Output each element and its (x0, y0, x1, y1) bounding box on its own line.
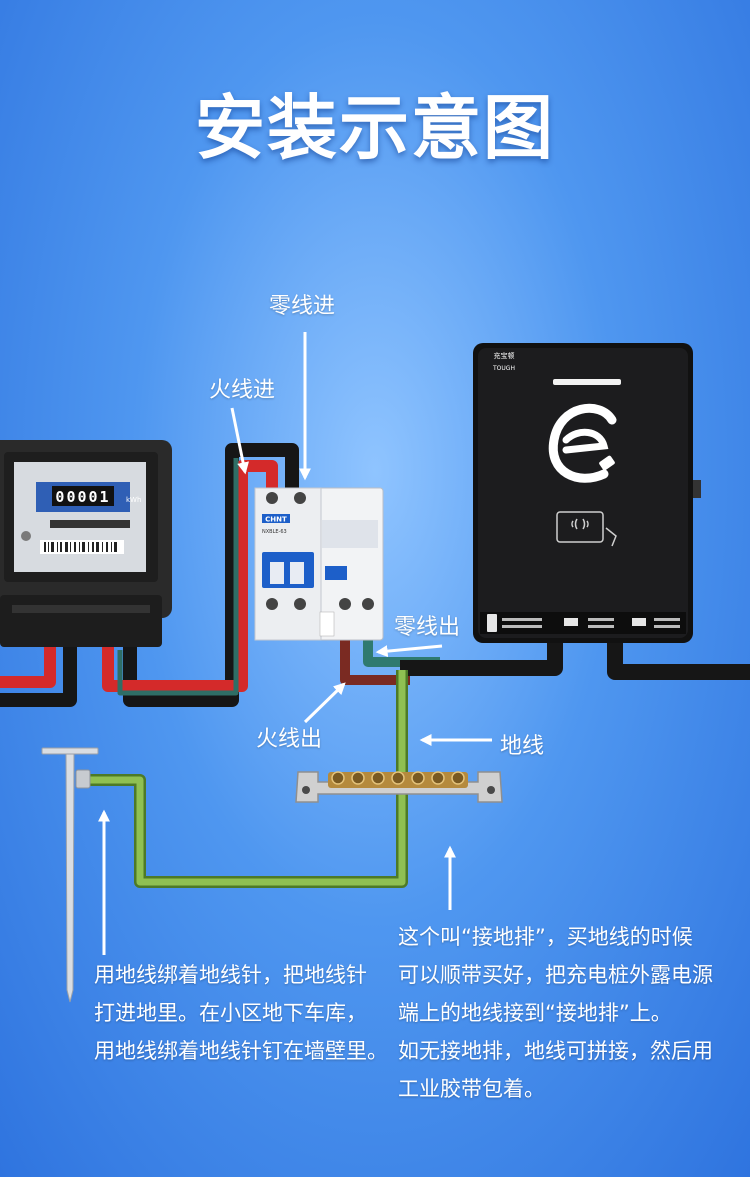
note-right-line: 这个叫“接地排”，买地线的时候 (398, 925, 693, 949)
note-left-line: 用地线绑着地线针，把地线针 (94, 963, 367, 987)
annotation-arrows (98, 332, 492, 955)
page-title: 安装示意图 (195, 87, 555, 169)
meter-reading: 00001 (55, 488, 110, 506)
note-left-line: 打进地里。在小区地下车库， (94, 1001, 367, 1025)
label-live-out: 火线出 (256, 727, 323, 752)
note-right-line: 可以顺带买好，把充电桩外露电源 (398, 963, 713, 987)
note-right-line: 工业胶带包着。 (398, 1077, 545, 1101)
ev-charger: 充宝顿 TOUGH (473, 343, 701, 643)
note-right-line: 端上的地线接到“接地排”上。 (398, 1001, 672, 1025)
label-live-in: 火线进 (209, 378, 276, 403)
energy-meter: 00001 kWh (0, 440, 172, 647)
arrow-live-out (303, 682, 346, 724)
arrow-neutral-out (375, 644, 443, 658)
charger-brand-top: 充宝顿 (494, 351, 515, 360)
charger-e-logo (548, 403, 617, 483)
meter-unit: kWh (126, 496, 141, 504)
circuit-breaker: CHNT NXBLE-63 (254, 487, 384, 641)
label-neutral-in: 零线进 (269, 294, 336, 319)
note-ground-rod: 用地线绑着地线针，把地线针 打进地里。在小区地下车库， 用地线绑着地线针钉在墙壁… (94, 956, 388, 1070)
breaker-model: NXBLE-63 (262, 529, 287, 535)
note-left-line: 用地线绑着地线针钉在墙壁里。 (94, 1039, 388, 1063)
note-ground-bar: 这个叫“接地排”，买地线的时候 可以顺带买好，把充电桩外露电源 端上的地线接到“… (398, 918, 713, 1108)
ground-rod (41, 747, 99, 1003)
teal-wire (117, 458, 239, 696)
charger-cable (400, 636, 563, 676)
wires (0, 443, 750, 888)
ground-bar (295, 771, 503, 803)
note-right-line: 如无接地排，地线可拼接，然后用 (398, 1039, 713, 1063)
arrow-live-in (230, 407, 249, 475)
live-in-wire (0, 460, 278, 692)
breaker-brand: CHNT (265, 516, 287, 524)
label-neutral-out: 零线出 (394, 615, 461, 640)
label-ground: 地线 (500, 734, 545, 759)
charger-brand-bottom: TOUGH (492, 365, 515, 372)
rfid-pad (556, 511, 604, 543)
charger-cable-right (607, 636, 750, 680)
